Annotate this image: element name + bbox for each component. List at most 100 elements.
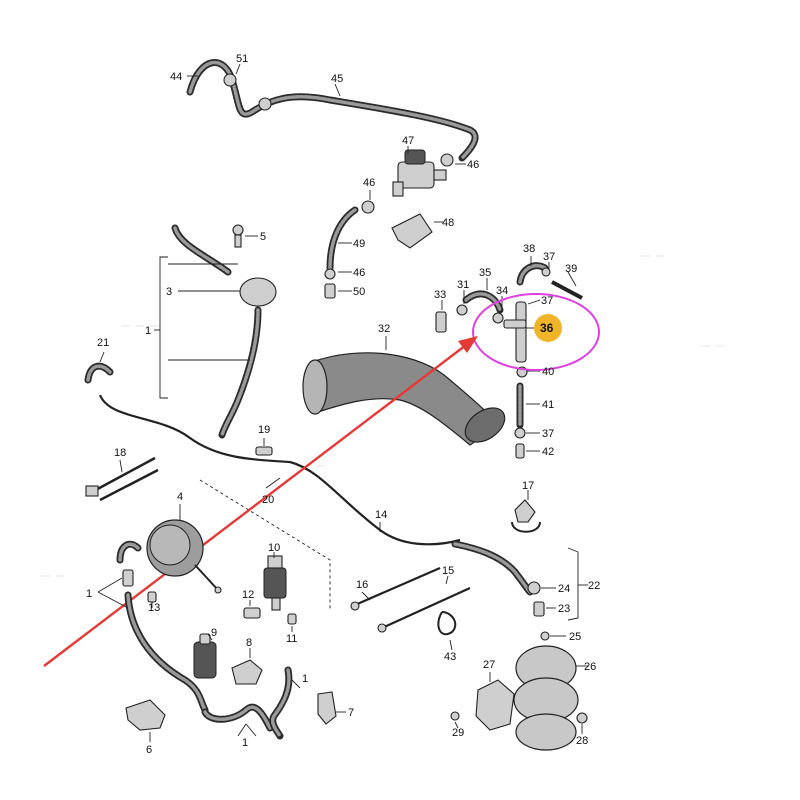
callout-3: 3 (166, 286, 172, 298)
callout-41: 41 (542, 399, 554, 411)
callout-1-a: 1 (145, 325, 151, 337)
bracket-7 (317, 691, 337, 725)
clamp-46 (440, 153, 454, 167)
hose-35 (462, 290, 504, 314)
callout-34: 34 (496, 285, 508, 297)
reservoir-3 (239, 277, 277, 307)
intake-hose-32 (302, 352, 506, 446)
callout-25: 25 (569, 631, 581, 643)
sensor-10 (263, 555, 287, 611)
holder-8 (231, 659, 263, 685)
callout-12: 12 (242, 589, 254, 601)
callout-27: 27 (483, 659, 495, 671)
connector-13 (147, 591, 157, 603)
callout-45: 45 (331, 73, 343, 85)
strap-43 (437, 611, 457, 636)
callout-35: 35 (479, 267, 491, 279)
holder-18 (85, 456, 159, 502)
svg-text:ー ー: ー ー (640, 250, 666, 263)
callout-51: 51 (236, 53, 248, 65)
callout-9: 9 (211, 627, 217, 639)
cap-42 (515, 443, 525, 459)
callout-1-d: 1 (242, 737, 248, 749)
line-15 (377, 586, 471, 633)
clamp-51 (223, 73, 237, 87)
highlight-circle (472, 293, 600, 371)
callout-8: 8 (246, 637, 252, 649)
connector-12 (243, 607, 261, 619)
booster-4 (146, 519, 222, 594)
clamp-31 (456, 304, 468, 316)
bolt-28 (576, 712, 588, 724)
svg-text:ー ー ー: ー ー ー (120, 320, 160, 333)
callout-19: 19 (258, 424, 270, 436)
callout-47: 47 (402, 135, 414, 147)
highlight-badge (534, 314, 562, 342)
callout-37-c: 37 (542, 428, 554, 440)
hose-45 (186, 59, 479, 162)
callout-42: 42 (542, 446, 554, 458)
callout-22: 22 (588, 580, 600, 592)
callout-24: 24 (558, 583, 570, 595)
callout-49: 49 (353, 238, 365, 250)
callout-40: 40 (542, 366, 554, 378)
hose-49 (324, 200, 375, 299)
callout-23: 23 (558, 603, 570, 615)
hose-1-lower (116, 540, 209, 714)
clamp-34 (492, 312, 504, 324)
callout-39: 39 (565, 263, 577, 275)
pipe-20 (98, 394, 461, 546)
hose-21 (84, 362, 114, 384)
callout-31: 31 (457, 279, 469, 291)
screw-11 (287, 613, 297, 625)
pointer-arrowhead (458, 336, 478, 353)
callout-14: 14 (375, 509, 387, 521)
vacuum-reservoir-26 (513, 645, 579, 751)
callout-7: 7 (348, 707, 354, 719)
clamp-24 (527, 581, 541, 595)
bracket-6 (125, 699, 166, 731)
hose-38 (516, 262, 549, 286)
callout-6: 6 (146, 744, 152, 756)
callout-13: 13 (148, 602, 160, 614)
callout-11: 11 (286, 633, 297, 645)
callout-20: 20 (262, 494, 274, 506)
callout-16: 16 (356, 579, 368, 591)
bracket-48 (391, 213, 433, 249)
clip-17 (511, 499, 541, 533)
callout-43: 43 (444, 651, 456, 663)
bracket-27 (475, 679, 515, 731)
callout-37-b: 37 (541, 295, 553, 307)
valve-47 (392, 149, 447, 197)
elbow-33 (435, 311, 447, 333)
callout-46-a: 46 (467, 159, 479, 171)
cap-25 (540, 631, 550, 641)
callout-50: 50 (353, 286, 365, 298)
callout-18: 18 (114, 447, 126, 459)
callout-46-c: 46 (353, 267, 365, 279)
stud-5 (232, 224, 244, 248)
nut-29 (450, 711, 460, 721)
callout-15: 15 (442, 565, 454, 577)
callout-32: 32 (378, 323, 390, 335)
callout-44: 44 (170, 71, 182, 83)
callout-10: 10 (268, 542, 280, 554)
callout-28: 28 (576, 735, 588, 747)
callout-5: 5 (260, 231, 266, 243)
callout-29: 29 (452, 727, 464, 739)
connector-19 (255, 446, 273, 456)
valve-9 (193, 633, 217, 679)
svg-text:ー ー: ー ー (40, 570, 66, 583)
callout-labels: 44 51 45 47 46 46 48 49 46 50 5 3 1 21 1… (86, 53, 600, 756)
callout-48: 48 (442, 217, 454, 229)
callout-26: 26 (584, 661, 596, 673)
pointer-arrow (43, 341, 471, 667)
callout-33: 33 (434, 289, 446, 301)
callout-1-b: 1 (86, 588, 92, 600)
callout-1-c: 1 (302, 673, 308, 685)
pipe-39 (551, 280, 583, 300)
connector-23 (533, 601, 545, 617)
callout-4: 4 (177, 491, 183, 503)
callout-17: 17 (522, 480, 534, 492)
